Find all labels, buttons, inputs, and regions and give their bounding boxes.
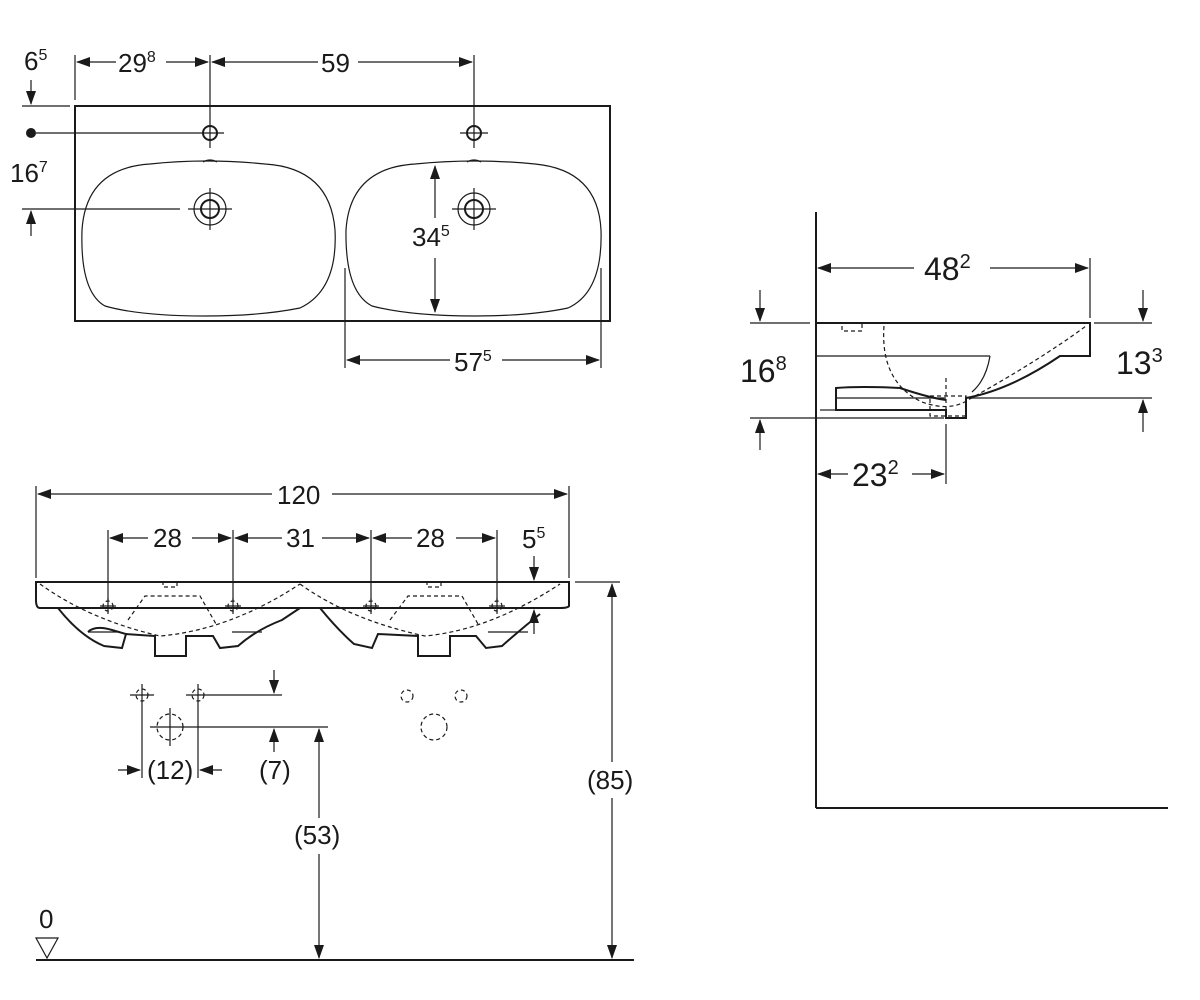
side-bowl-interior-dashed [883,325,1087,408]
top-view-outline [74,105,611,322]
dim-13-3: 133 [1116,345,1163,381]
dim-31: 31 [286,523,315,553]
dim-48-2: 482 [924,251,971,287]
supply-marker-right-bowl-2-icon [454,689,468,703]
dim-6-5: 65 [24,46,47,76]
left-bowl-interior-dashed [39,583,301,637]
right-bowl-interior-dashed [299,583,561,637]
dim-16-8: 168 [740,353,787,389]
left-overflow-slot [202,159,218,163]
dim-53: (53) [294,820,340,850]
front-view-slab [35,581,570,609]
dim-59: 59 [321,48,350,78]
left-drain-icon [188,188,232,230]
top-view: 65 298 59 167 345 575 [10,46,611,377]
reference-dot [26,128,36,138]
dim-28-right: 28 [416,523,445,553]
dim-34-5: 345 [412,222,450,252]
side-view: 482 168 133 232 [740,212,1168,809]
right-bowl-outline [345,160,602,317]
front-tap-marker-3-icon [363,598,379,614]
right-bowl-underside [319,607,541,657]
waste-marker-right-bowl-icon [420,713,448,741]
supply-marker-right-icon [186,684,210,706]
dim-57-5: 575 [454,347,492,377]
dim-85: (85) [587,765,633,795]
dim-5-5: 55 [522,524,545,554]
front-tap-marker-1-icon [100,598,116,614]
dim-12: (12) [147,755,193,785]
dim-28-left: 28 [153,523,182,553]
front-tap-marker-4-icon [489,598,505,614]
dim-16-7: 167 [10,158,48,188]
dim-7: (7) [259,755,291,785]
dim-29-8: 298 [118,48,156,78]
left-bowl-outline [81,160,336,317]
right-overflow-slot [466,159,482,163]
floor-datum-icon [34,937,60,960]
side-basin-profile [816,322,1091,419]
dim-23-2: 232 [852,457,899,493]
left-bowl-underside [57,607,301,657]
waste-marker-icon [150,708,190,746]
supply-marker-left-icon [130,684,154,706]
front-tap-marker-2-icon [225,598,241,614]
right-drain-icon [452,188,496,230]
supply-marker-right-bowl-1-icon [400,689,414,703]
floor-datum-label: 0 [39,904,53,934]
front-view: 120 28 31 28 55 ( [34,480,634,961]
dim-120: 120 [277,480,320,510]
